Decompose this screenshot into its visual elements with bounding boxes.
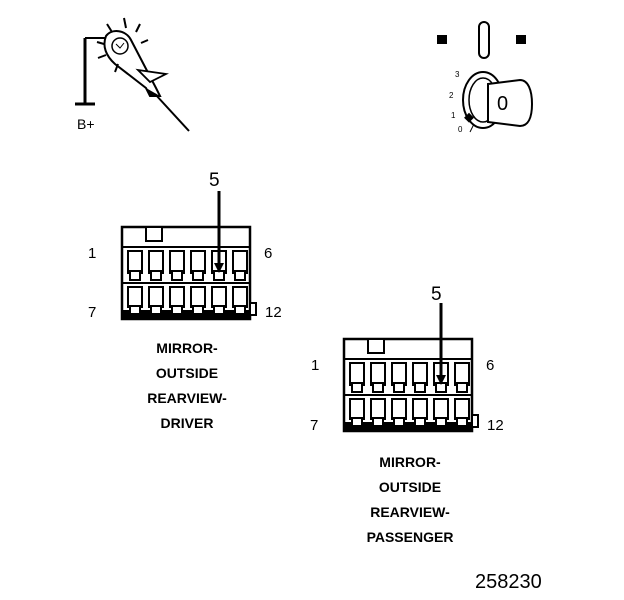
pin-cavity	[412, 398, 428, 420]
pin-cavity	[454, 398, 470, 420]
connector-base	[344, 422, 472, 431]
connector-latch	[367, 338, 385, 354]
connector-passenger-pin-12: 12	[487, 417, 504, 434]
caption-line: OUTSIDE	[155, 365, 219, 381]
pin-cavity	[391, 362, 407, 386]
pin-cavity	[349, 362, 365, 386]
connector-housing	[120, 225, 252, 321]
ignition-position-2: 2	[449, 91, 454, 100]
pin-terminal	[372, 382, 384, 393]
pin-terminal	[150, 305, 162, 315]
pin-terminal	[171, 270, 183, 281]
caption-line: PASSENGER	[366, 529, 454, 545]
connector-driver-callout: 5	[209, 170, 220, 191]
pin-terminal	[192, 270, 204, 281]
connector-passenger-pin-6: 6	[486, 357, 495, 374]
pin-terminal	[414, 382, 426, 393]
connector-passenger-caption: MIRROR- OUTSIDE REARVIEW- PASSENGER	[350, 450, 470, 550]
caption-line: MIRROR-	[379, 454, 441, 470]
connector-base	[122, 310, 250, 319]
connector-latch	[145, 226, 163, 242]
pin-terminal	[372, 417, 384, 427]
caption-line: OUTSIDE	[378, 479, 442, 495]
pin-terminal	[129, 305, 141, 315]
pin-terminal	[213, 305, 225, 315]
ignition-position-3: 3	[455, 70, 460, 79]
caption-line: DRIVER	[160, 415, 214, 431]
pin-terminal	[351, 382, 363, 393]
b-plus-label: B+	[77, 116, 95, 132]
figure-id: 258230	[475, 571, 542, 593]
ignition-position-1: 1	[451, 111, 456, 120]
pin-cavity	[370, 398, 386, 420]
pin-terminal	[150, 270, 162, 281]
pin-cavity	[391, 398, 407, 420]
pin-terminal	[456, 382, 468, 393]
callout-arrow	[436, 375, 446, 385]
pin-terminal	[456, 417, 468, 427]
callout-arrow	[214, 263, 224, 273]
connector-driver-caption: MIRROR- OUTSIDE REARVIEW- DRIVER	[132, 336, 242, 436]
connector-passenger-pin-7: 7	[310, 417, 319, 434]
pin-terminal	[171, 305, 183, 315]
connector-passenger-callout: 5	[431, 284, 442, 305]
pin-terminal	[234, 270, 246, 281]
pin-terminal	[393, 382, 405, 393]
pin-cavity	[433, 398, 449, 420]
pin-terminal	[414, 417, 426, 427]
caption-line: REARVIEW-	[147, 390, 227, 406]
ignition-position-0: 0	[458, 125, 463, 134]
pin-terminal	[351, 417, 363, 427]
pin-terminal	[435, 417, 447, 427]
connector-driver-pin-7: 7	[88, 304, 97, 321]
pin-cavity	[454, 362, 470, 386]
pin-cavity	[349, 398, 365, 420]
pin-cavity	[412, 362, 428, 386]
connector-passenger-pin-1: 1	[311, 357, 320, 374]
pin-cavity	[370, 362, 386, 386]
connector-driver-pin-12: 12	[265, 304, 282, 321]
pin-terminal	[234, 305, 246, 315]
ignition-key-marking: 0	[497, 93, 509, 115]
pin-terminal	[393, 417, 405, 427]
connector-driver-pin-6: 6	[264, 245, 273, 262]
connector-housing	[342, 337, 474, 433]
pin-terminal	[192, 305, 204, 315]
pin-terminal	[129, 270, 141, 281]
caption-line: REARVIEW-	[370, 504, 450, 520]
caption-line: MIRROR-	[156, 340, 218, 356]
connector-driver-pin-1: 1	[88, 245, 97, 262]
